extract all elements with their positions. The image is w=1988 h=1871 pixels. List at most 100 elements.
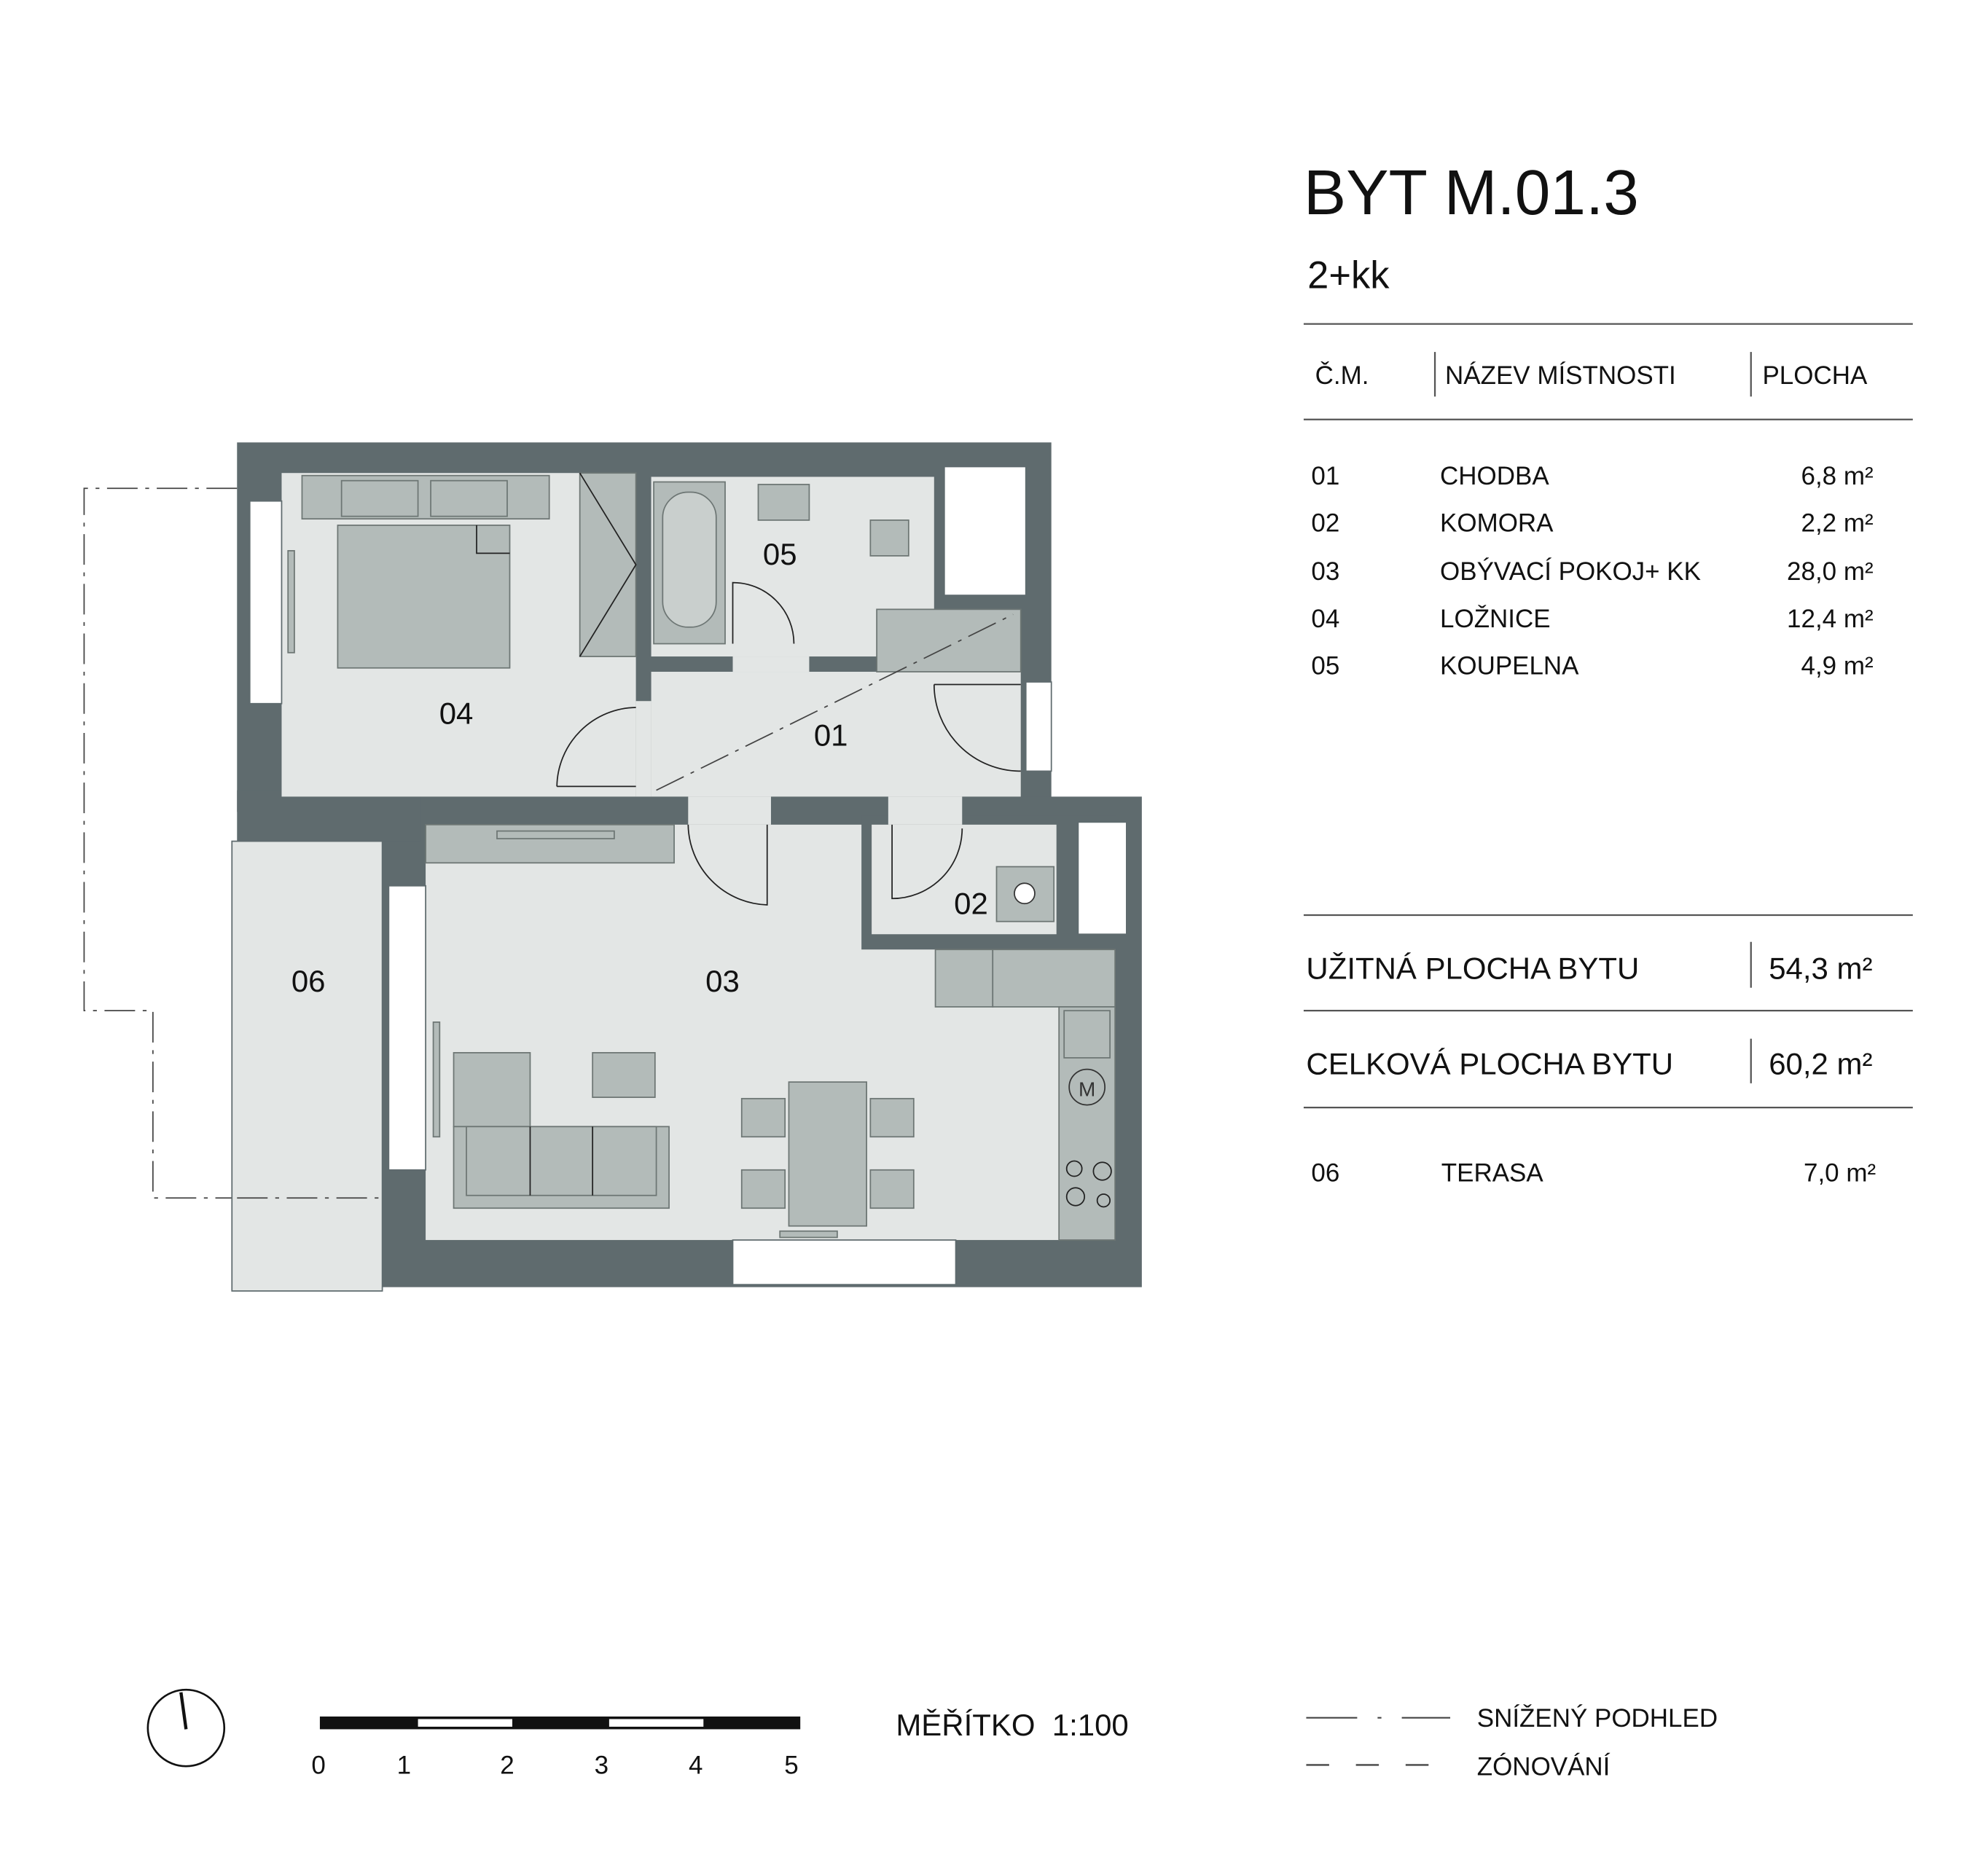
tv: [496, 830, 615, 839]
room-area: 6,8 m²: [1801, 462, 1874, 490]
room-area: 28,0 m²: [1787, 557, 1874, 586]
apartment-type: 2+kk: [1307, 255, 1390, 297]
legend-label: SNÍŽENÝ PODHLED: [1477, 1704, 1718, 1733]
room-number: 03: [1311, 557, 1339, 586]
sofa-seat: [466, 1126, 657, 1196]
total-area-value: 60,2 m²: [1769, 1047, 1872, 1081]
column-header-name: NÁZEV MÍSTNOSTI: [1445, 361, 1676, 390]
closet-door-swing: [891, 824, 963, 900]
table-row: 01 CHODBA 6,8 m²: [1311, 462, 1873, 490]
room-02-door-opening: [888, 796, 963, 825]
scale-bar: 0 1 2 3 4 5: [311, 1716, 801, 1780]
room-area: 4,9 m²: [1801, 652, 1874, 680]
legend: SNÍŽENÝ PODHLED ZÓNOVÁNÍ: [1306, 1704, 1718, 1781]
coffee-table: [592, 1052, 656, 1098]
dining-table: [788, 1081, 868, 1227]
living-door-swing: [687, 824, 768, 906]
apartment-title: BYT M.01.3: [1304, 157, 1639, 228]
kitchen-counter-top: [992, 949, 1116, 1008]
bed: [337, 525, 511, 669]
room-label-02: 02: [954, 886, 988, 920]
washbasin: [757, 484, 810, 521]
toilet: [869, 519, 909, 557]
terrace-floor: [231, 840, 383, 1292]
dishwasher-icon: [1068, 1068, 1106, 1106]
kitchen-sink: [1063, 1010, 1111, 1059]
room-label-05: 05: [763, 537, 797, 571]
scale-tick: 5: [784, 1752, 798, 1780]
scale-tick: 4: [689, 1752, 703, 1780]
entrance-door-swing: [933, 684, 1021, 772]
armchair: [453, 1052, 531, 1128]
table-row: 03 OBÝVACÍ POKOJ+ KK 28,0 m²: [1311, 557, 1873, 586]
wardrobe-doors: [579, 472, 637, 657]
drain-icon: [1014, 882, 1036, 905]
chair: [869, 1169, 915, 1209]
bed-fold: [476, 525, 510, 554]
cooktop-icon: [1065, 1160, 1112, 1208]
radiator: [432, 1021, 441, 1138]
room-label-06: 06: [291, 964, 326, 998]
kitchen-fridge: [934, 949, 994, 1008]
table-row: 04 LOŽNICE 12,4 m²: [1311, 605, 1873, 633]
wall-left-connector: [237, 790, 421, 842]
zoning-line: [656, 613, 1014, 791]
scale-tick: 1: [397, 1752, 411, 1780]
room-01-floor: [651, 672, 1021, 797]
total-area-label: CELKOVÁ PLOCHA BYTU: [1306, 1047, 1673, 1081]
info-panel: BYT M.01.3 2+kk Č.M. NÁZEV MÍSTNOSTI PLO…: [1303, 157, 1913, 1188]
column-header-area: PLOCHA: [1762, 361, 1867, 390]
column-header-number: Č.M.: [1315, 361, 1369, 390]
bathroom-door-swing: [732, 581, 795, 644]
room-number: 04: [1311, 605, 1339, 633]
table-row: 05 KOUPELNA 4,9 m²: [1311, 652, 1873, 680]
usable-area-value: 54,3 m²: [1769, 951, 1872, 985]
scale-tick: 3: [595, 1752, 608, 1780]
room-number: 06: [1311, 1159, 1339, 1188]
room-label-03: 03: [705, 964, 740, 998]
room-number: 02: [1311, 509, 1339, 538]
pillow: [430, 479, 508, 517]
floor-plan: M 04 05 01 02 03 06: [83, 442, 1142, 1292]
bedroom-wardrobe: [579, 472, 637, 657]
room-area: 7,0 m²: [1804, 1159, 1876, 1188]
dishwasher-m-icon: M: [1079, 1078, 1095, 1100]
legend-label: ZÓNOVÁNÍ: [1477, 1752, 1611, 1781]
north-arrow-icon: [146, 1688, 226, 1768]
scale-tick: 0: [311, 1752, 325, 1780]
living-window: [388, 884, 426, 1171]
hall-wardrobe: [876, 608, 1022, 672]
pillow: [340, 479, 419, 517]
room-area: 12,4 m²: [1787, 605, 1874, 633]
room-label-01: 01: [814, 718, 848, 752]
room-name: KOMORA: [1440, 509, 1554, 538]
room-05-door-opening: [732, 656, 810, 672]
room-03-door-opening: [688, 796, 771, 825]
lowered-ceiling-line: [83, 487, 383, 1199]
room-name: TERASA: [1441, 1159, 1544, 1188]
storage-box: [943, 466, 1027, 596]
bedroom-window: [248, 500, 283, 705]
bedroom-door-swing: [556, 707, 636, 787]
scale-label: MĚŘÍTKO 1:100: [896, 1708, 1128, 1742]
chair: [740, 1097, 786, 1138]
room-name: CHODBA: [1440, 462, 1549, 490]
radiator: [287, 550, 295, 654]
living-bottom-window: [732, 1239, 957, 1286]
room-number: 05: [1311, 652, 1339, 680]
bed-headboard: [301, 474, 550, 520]
bathtub-inner: [662, 491, 717, 628]
chair: [740, 1169, 786, 1209]
room-area: 2,2 m²: [1801, 509, 1874, 538]
terrace-row: 06 TERASA 7,0 m²: [1311, 1159, 1876, 1188]
table-row: 02 KOMORA 2,2 m²: [1311, 509, 1873, 538]
room-label-04: 04: [439, 697, 474, 731]
entrance-door-opening: [1025, 681, 1052, 772]
room-name: LOŽNICE: [1440, 605, 1551, 633]
room-number: 01: [1311, 462, 1339, 490]
usable-area-label: UŽITNÁ PLOCHA BYTU: [1306, 951, 1639, 985]
scale-tick: 2: [500, 1752, 514, 1780]
room-name: OBÝVACÍ POKOJ+ KK: [1440, 557, 1701, 586]
radiator: [779, 1230, 838, 1239]
